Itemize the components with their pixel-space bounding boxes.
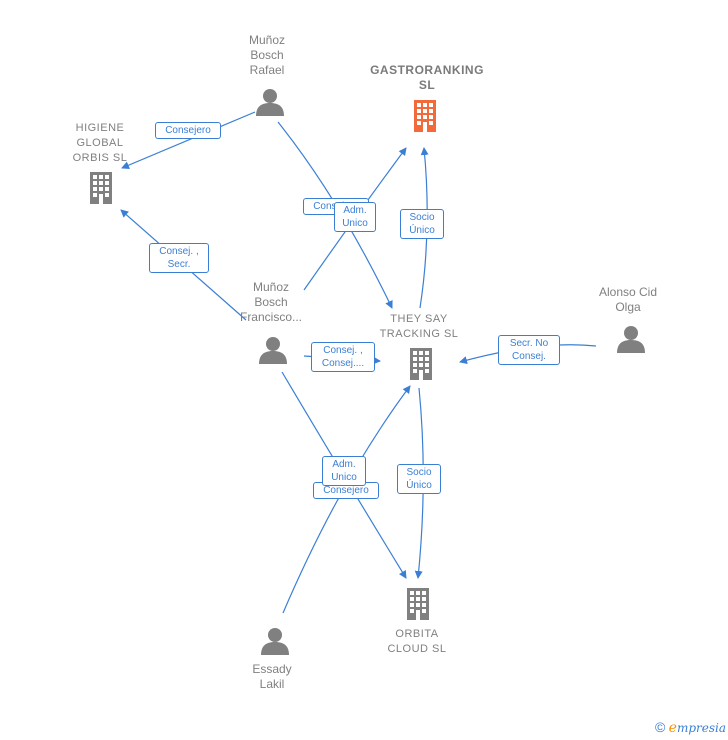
edge-label-alonso-theysay[interactable]: Secr. No Consej. [498, 335, 560, 365]
edge-label-rafael-higiene[interactable]: Consejero [155, 122, 221, 139]
higiene-label[interactable]: HIGIENE GLOBAL ORBIS SL [72, 122, 128, 164]
rafael-person-icon[interactable] [256, 89, 284, 116]
orbita-label[interactable]: ORBITA CLOUD SL [387, 628, 447, 655]
brand-text: mpresia [676, 721, 726, 735]
essady-label[interactable]: Essady Lakil [252, 662, 292, 691]
edge-label-essady-theysay[interactable]: Adm. Unico [322, 456, 366, 486]
copyright-icon: © [654, 719, 666, 735]
gastroranking-label[interactable]: GASTRORANKING SL [370, 63, 484, 92]
gastroranking-building-icon[interactable] [414, 100, 436, 132]
edge-rafael-higiene [121, 111, 256, 169]
edge-label-francisco-gastro[interactable]: Adm. Unico [334, 202, 376, 232]
theysay-building-icon[interactable] [410, 348, 432, 380]
essady-person-icon[interactable] [261, 628, 289, 655]
rafael-label[interactable]: Muñoz Bosch Rafael [248, 33, 286, 77]
edge-label-theysay-gastro[interactable]: Socio Único [400, 209, 444, 239]
edge-label-theysay-orbita[interactable]: Socio Único [397, 464, 441, 494]
higiene-building-icon[interactable] [90, 172, 112, 204]
francisco-label[interactable]: Muñoz Bosch Francisco... [239, 280, 302, 324]
orbita-building-icon[interactable] [407, 588, 429, 620]
brand-e: e [668, 720, 677, 736]
edge-label-francisco-higiene[interactable]: Consej. , Secr. [149, 243, 209, 273]
francisco-person-icon[interactable] [259, 337, 287, 364]
edge-essady-theysay [282, 385, 411, 614]
edge-label-francisco-theysay[interactable]: Consej. , Consej.... [311, 342, 375, 372]
empresia-logo[interactable]: © empresia [655, 719, 726, 736]
theysay-label[interactable]: THEY SAY TRACKING SL [379, 313, 459, 340]
alonso-label[interactable]: Alonso Cid Olga [598, 285, 658, 314]
alonso-person-icon[interactable] [617, 326, 645, 353]
